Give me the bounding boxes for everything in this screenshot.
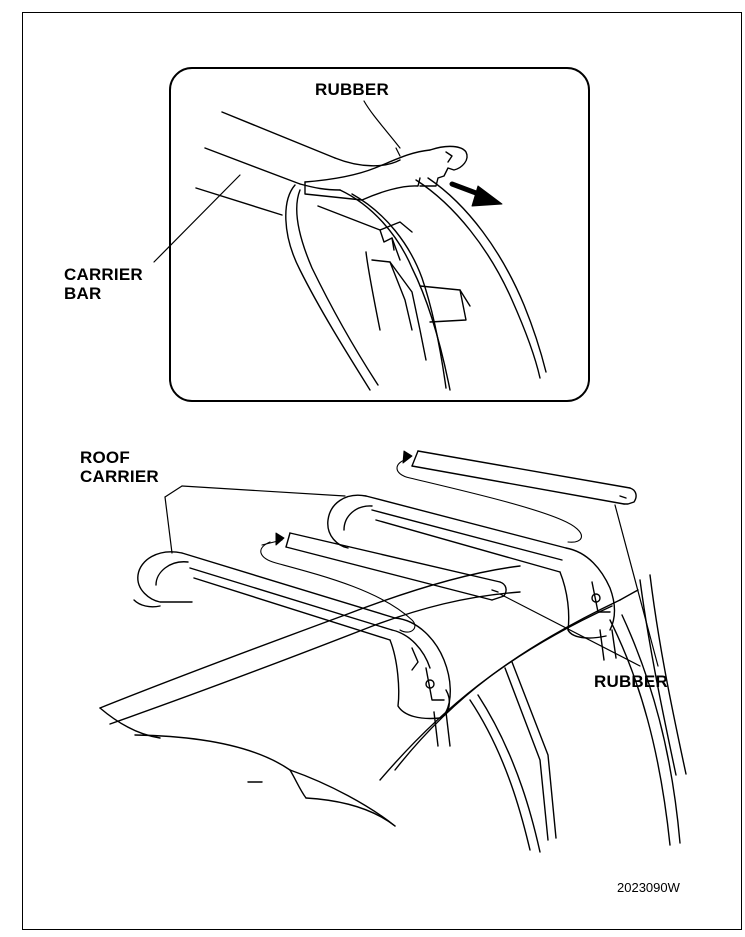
- rear-rubber-strip: [411, 450, 637, 505]
- roof-carrier-label: ROOF CARRIER: [80, 448, 159, 486]
- inset-rubber-label: RUBBER: [315, 80, 389, 99]
- carrier-bar-label: CARRIER BAR: [64, 265, 143, 303]
- rubber-leader-rear: [614, 504, 659, 667]
- inset-rubber-strip: [304, 145, 468, 201]
- figure-code: 2023090W: [617, 880, 680, 895]
- roof-carrier-leader-left: [164, 496, 173, 554]
- roof-carrier-leader-join: [164, 485, 183, 498]
- inset-frame: [169, 67, 590, 402]
- front-rubber-strip: [285, 532, 507, 601]
- slide-path-arrow-icon: [260, 450, 583, 633]
- front-roof-carrier: [133, 551, 451, 747]
- inset-detail: [153, 67, 590, 402]
- removal-arrow-icon: [449, 181, 503, 207]
- inset-carrier-bar: [195, 111, 401, 216]
- rubber-leader-front: [499, 593, 641, 667]
- car-body: [99, 565, 687, 853]
- main-illustration: [99, 450, 687, 853]
- inset-end-cap: [285, 177, 547, 391]
- carrier-bar-leader-line: [153, 174, 241, 263]
- rubber-label: RUBBER: [594, 672, 668, 691]
- rubber-leader-line: [363, 100, 401, 149]
- inset-brackets: [317, 205, 471, 361]
- roof-carrier-leader-top: [181, 485, 346, 497]
